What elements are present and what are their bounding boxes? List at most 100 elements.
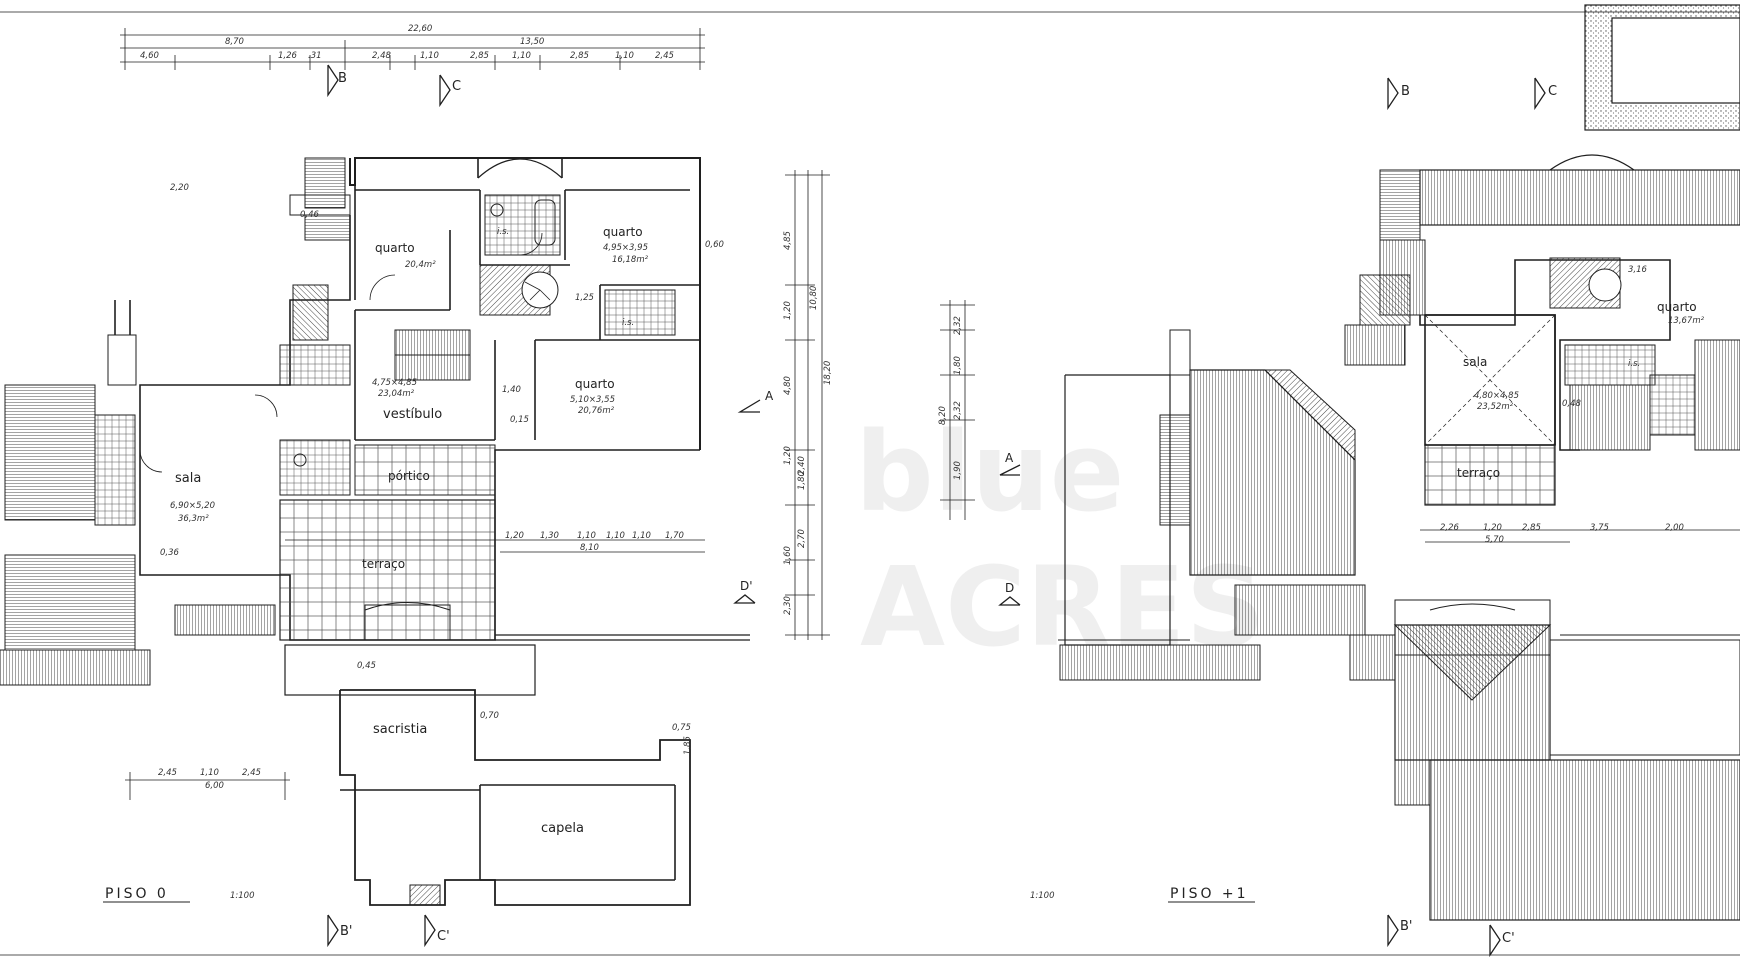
svg-text:22,60: 22,60 xyxy=(408,24,432,34)
svg-text:4,80: 4,80 xyxy=(783,376,793,395)
room-size-vestibulo: 4,75×4,85 xyxy=(372,378,417,388)
sheet-frame xyxy=(0,11,1740,956)
room-label-sala: sala xyxy=(175,471,201,486)
svg-text:0,70: 0,70 xyxy=(480,711,499,721)
svg-text:13,67m²: 13,67m² xyxy=(1668,316,1705,326)
room-label-quarto-c: quarto xyxy=(575,377,615,391)
svg-text:1,10: 1,10 xyxy=(632,531,651,541)
svg-text:4,85: 4,85 xyxy=(783,231,793,250)
section-marker-d-prime: D' xyxy=(740,579,753,593)
svg-text:B: B xyxy=(1401,84,1410,99)
svg-text:1,20: 1,20 xyxy=(783,301,793,320)
room-label-portico: pórtico xyxy=(388,469,430,483)
ground-section-markers xyxy=(327,64,761,948)
upper-room-labels: sala 4,80×4,85 23,52m² quarto 13,67m² te… xyxy=(1457,300,1705,480)
room-label-sala-upper: sala xyxy=(1463,355,1487,369)
section-marker-c: C xyxy=(452,79,461,94)
svg-text:13,50: 13,50 xyxy=(520,37,544,47)
svg-text:0,15: 0,15 xyxy=(510,415,529,425)
room-label-quarto-b: quarto xyxy=(603,225,643,239)
ground-floor-title: PISO 0 1:100 xyxy=(103,886,255,903)
svg-text:2,40: 2,40 xyxy=(797,456,807,475)
svg-text:1,10: 1,10 xyxy=(512,51,531,61)
svg-text:1,20: 1,20 xyxy=(505,531,524,541)
svg-text:1,26: 1,26 xyxy=(278,51,298,61)
svg-text:1,10: 1,10 xyxy=(200,768,219,778)
svg-text:blue: blue xyxy=(855,408,1124,536)
svg-text:8,70: 8,70 xyxy=(225,37,244,47)
upper-section-markers xyxy=(998,77,1546,958)
upper-section-labels: B C A D B' C' xyxy=(1005,84,1557,946)
room-label-sacristia: sacristia xyxy=(373,722,427,737)
svg-text:10,80: 10,80 xyxy=(809,286,819,310)
room-label-capela: capela xyxy=(541,821,584,836)
svg-text:3,75: 3,75 xyxy=(1590,523,1609,533)
svg-text:1,25: 1,25 xyxy=(575,293,594,303)
svg-text:C': C' xyxy=(1502,931,1515,946)
svg-text:1,90: 1,90 xyxy=(953,461,963,480)
room-label-terraco-upper: terraço xyxy=(1457,466,1500,480)
svg-text:2,70: 2,70 xyxy=(797,529,807,548)
floor-title-piso-0: PISO 0 xyxy=(105,886,169,902)
svg-text:4,60: 4,60 xyxy=(140,51,159,61)
room-area-vestibulo: 23,04m² xyxy=(378,389,415,399)
room-size-quarto-b: 4,95×3,95 xyxy=(603,243,648,253)
watermark: blue ACRES xyxy=(855,408,1265,671)
svg-text:2,32: 2,32 xyxy=(953,401,963,420)
svg-text:1:100: 1:100 xyxy=(230,891,255,901)
upper-dimension-labels: 8,20 2,32 1,80 2,32 1,90 2,26 1,20 2,85 … xyxy=(938,265,1684,545)
room-area-quarto-a: 20,4m² xyxy=(405,260,436,270)
svg-text:2,85: 2,85 xyxy=(470,51,489,61)
room-label-vestibulo: vestíbulo xyxy=(383,407,442,422)
room-label-quarto-upper: quarto xyxy=(1657,300,1697,314)
room-label-wc1: i.s. xyxy=(497,227,509,237)
svg-text:1:100: 1:100 xyxy=(1030,891,1055,901)
svg-text:8,10: 8,10 xyxy=(580,543,599,553)
svg-text:0,36: 0,36 xyxy=(160,548,180,558)
svg-text:1,40: 1,40 xyxy=(502,385,521,395)
svg-text:2,45: 2,45 xyxy=(158,768,177,778)
ground-section-labels: B C A D' B' C' xyxy=(338,71,774,944)
svg-text:18,20: 18,20 xyxy=(823,361,833,385)
svg-text:1,10: 1,10 xyxy=(420,51,439,61)
svg-text:23,52m²: 23,52m² xyxy=(1477,402,1514,412)
svg-text:5,70: 5,70 xyxy=(1485,535,1504,545)
svg-text:1,10: 1,10 xyxy=(606,531,625,541)
upper-floor-plan xyxy=(940,4,1740,921)
svg-text:1,60: 1,60 xyxy=(783,546,793,565)
room-label-quarto-a: quarto xyxy=(375,241,415,255)
floor-title-piso-1: PISO +1 xyxy=(1170,886,1249,902)
room-area-quarto-c: 20,76m² xyxy=(578,406,615,416)
room-label-wc2: i.s. xyxy=(622,318,634,328)
svg-text:0,48: 0,48 xyxy=(1562,399,1582,409)
svg-text:.31: .31 xyxy=(308,51,322,61)
svg-text:2,45: 2,45 xyxy=(655,51,674,61)
svg-text:D: D xyxy=(1005,581,1014,595)
svg-text:0,45: 0,45 xyxy=(357,661,376,671)
section-marker-b-prime: B' xyxy=(340,924,353,939)
svg-text:1,70: 1,70 xyxy=(665,531,684,541)
svg-text:1,80: 1,80 xyxy=(797,471,807,490)
room-size-quarto-c: 5,10×3,55 xyxy=(570,395,615,405)
room-label-terraco: terraço xyxy=(362,557,405,571)
svg-text:2,20: 2,20 xyxy=(170,183,189,193)
svg-text:2,48: 2,48 xyxy=(372,51,392,61)
svg-text:i.s.: i.s. xyxy=(1628,359,1640,369)
svg-text:B': B' xyxy=(1400,919,1413,934)
svg-text:4,80×4,85: 4,80×4,85 xyxy=(1474,391,1519,401)
svg-text:6,00: 6,00 xyxy=(205,781,224,791)
svg-text:1,30: 1,30 xyxy=(540,531,559,541)
section-marker-b: B xyxy=(338,71,347,86)
svg-text:2,00: 2,00 xyxy=(1665,523,1684,533)
svg-text:2,85: 2,85 xyxy=(570,51,589,61)
svg-text:1,20: 1,20 xyxy=(783,446,793,465)
svg-text:8,20: 8,20 xyxy=(938,406,948,425)
room-size-sala: 6,90×5,20 xyxy=(170,501,215,511)
room-area-quarto-b: 16,18m² xyxy=(612,255,649,265)
svg-text:1,10: 1,10 xyxy=(615,51,634,61)
svg-text:2,85: 2,85 xyxy=(1522,523,1541,533)
section-marker-a: A xyxy=(765,389,774,403)
svg-text:1,10: 1,10 xyxy=(577,531,596,541)
svg-text:3,16: 3,16 xyxy=(1628,265,1648,275)
svg-text:0,75: 0,75 xyxy=(672,723,691,733)
